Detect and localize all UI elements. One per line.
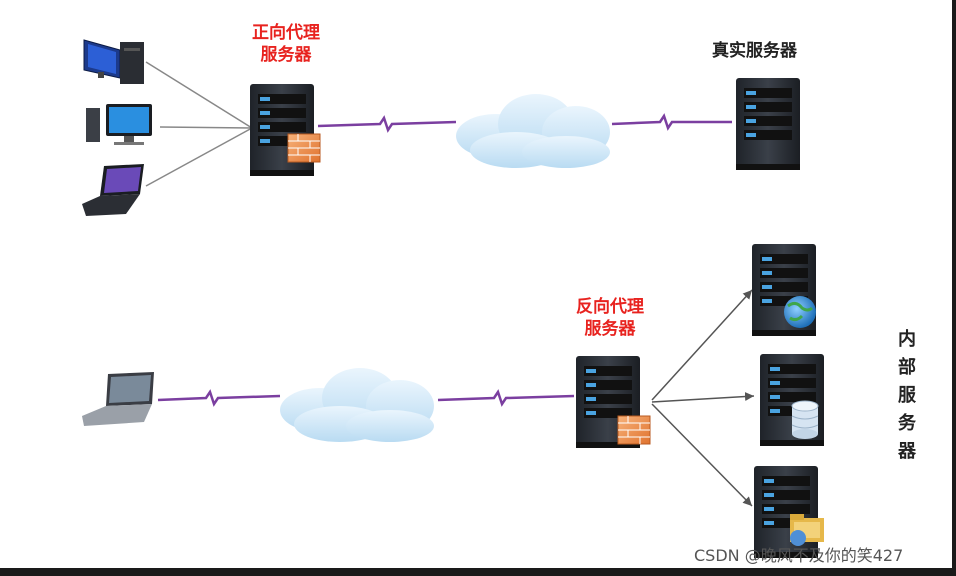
globe-icon [784, 296, 816, 328]
client-link-1 [145, 61, 253, 129]
internal-servers-char: 务 [898, 413, 916, 434]
reverse-proxy-label: 反向代理 服务器 [560, 296, 660, 340]
internal-servers-char: 部 [898, 357, 916, 378]
internal-servers-char: 器 [898, 441, 916, 462]
internal-servers-char: 内 [898, 329, 916, 350]
server-tower-icon [736, 78, 800, 170]
wan-link-reverse-right [437, 389, 575, 407]
wan-link-forward-left [317, 115, 457, 133]
client-link-2 [159, 126, 253, 129]
firewall-icon [287, 133, 321, 163]
link-internal-2 [651, 392, 755, 403]
internal-servers-label: 内 部 服 务 器 [896, 326, 918, 466]
desktop-monitor-icon [86, 104, 152, 145]
reverse-proxy-label-line2: 服务器 [584, 319, 636, 339]
forward-proxy-label-line2: 服务器 [260, 45, 312, 65]
forward-proxy-label: 正向代理 服务器 [236, 22, 336, 66]
link-internal-3 [651, 403, 753, 507]
watermark: CSDN @晚风不及你的笑427 [694, 546, 904, 565]
database-icon [791, 400, 819, 439]
internal-servers-char: 服 [898, 385, 916, 406]
desktop-monitor-icon [83, 39, 144, 84]
firewall-icon [617, 415, 651, 445]
reverse-proxy-label-line1: 反向代理 [576, 297, 644, 317]
wan-link-forward-right [611, 113, 732, 131]
client-link-3 [145, 127, 253, 187]
forward-proxy-label-line1: 正向代理 [252, 23, 320, 43]
wan-link-reverse-left [157, 389, 281, 407]
link-internal-1 [651, 289, 753, 401]
real-server-label: 真实服务器 [712, 41, 797, 61]
laptop-icon [82, 372, 154, 426]
folder-icon [790, 514, 824, 546]
laptop-icon [82, 164, 144, 216]
